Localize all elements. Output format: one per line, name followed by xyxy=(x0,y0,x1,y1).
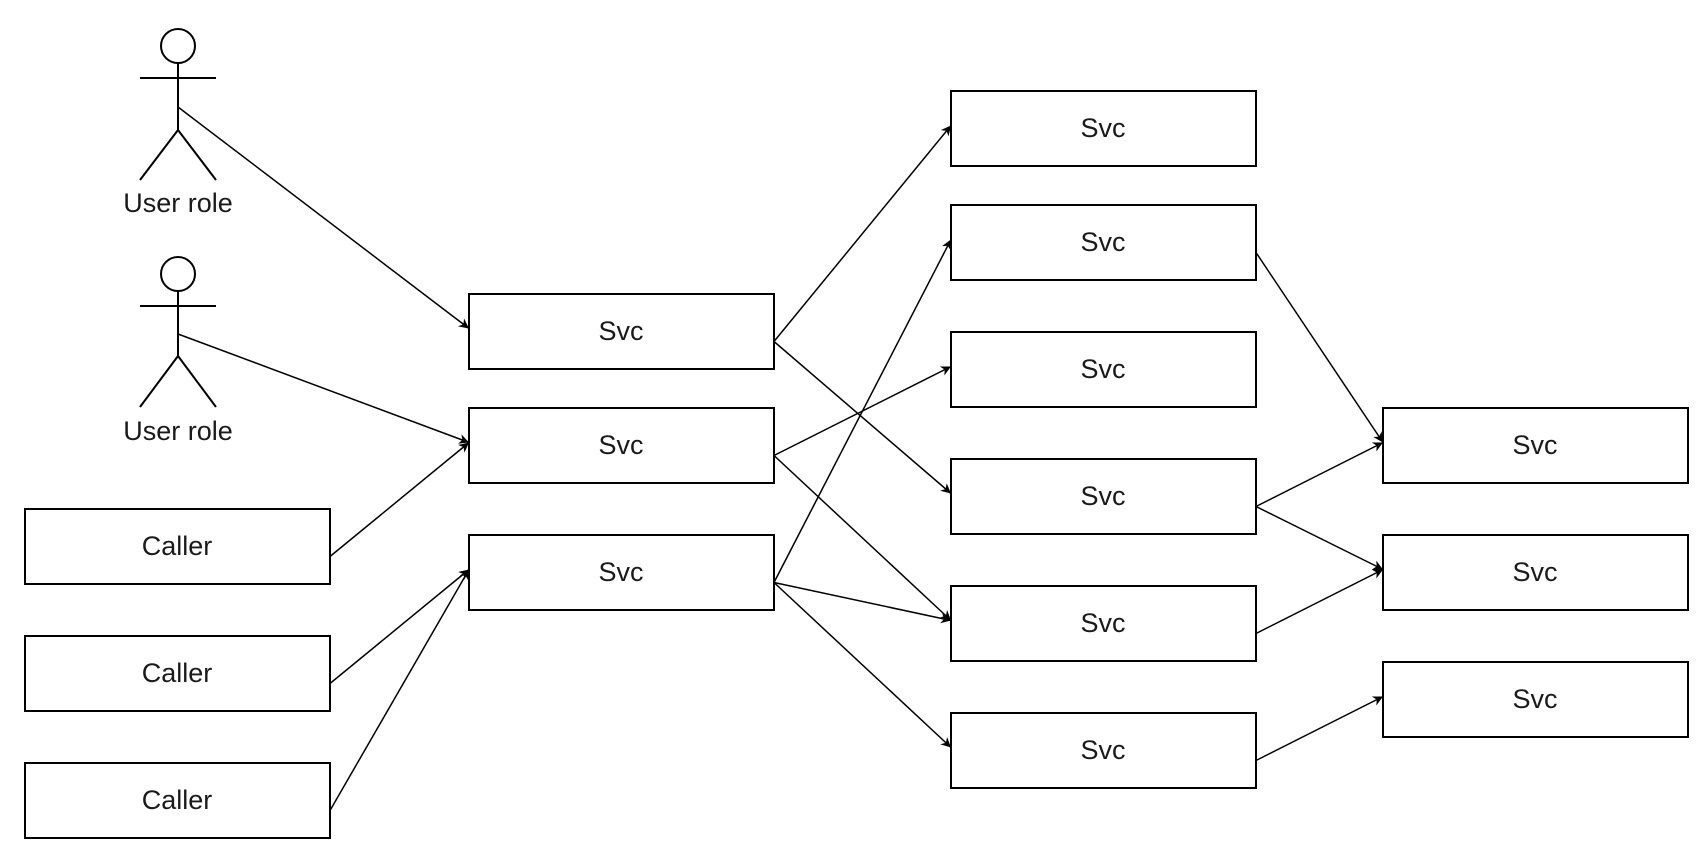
arrow-m3-to-r6 xyxy=(773,581,952,749)
box-label: Svc xyxy=(1080,481,1125,511)
box-label: Svc xyxy=(1080,735,1125,765)
box-label: Caller xyxy=(142,531,213,561)
arrow-c2-to-m3 xyxy=(329,568,470,685)
svc-box[interactable]: Svc xyxy=(1382,661,1689,738)
svc-box[interactable]: Svc xyxy=(950,204,1257,281)
arrow-r2-to-f1 xyxy=(1255,252,1384,443)
actor-label: User role xyxy=(123,416,233,446)
box-label: Svc xyxy=(1080,113,1125,143)
svc-box[interactable]: Svc xyxy=(950,90,1257,167)
box-label: Svc xyxy=(598,316,643,346)
box-label: Caller xyxy=(142,785,213,815)
arrow-m3-to-r2 xyxy=(773,239,952,583)
arrow-c3-to-m3 xyxy=(329,569,470,811)
svc-box[interactable]: Svc xyxy=(468,534,775,611)
user-role-actor[interactable]: User role xyxy=(123,28,233,218)
caller-box[interactable]: Caller xyxy=(24,508,331,585)
svc-box[interactable]: Svc xyxy=(950,458,1257,535)
arrow-r4-to-f1 xyxy=(1255,441,1384,508)
stick-figure-icon xyxy=(139,28,217,181)
box-label: Svc xyxy=(1080,227,1125,257)
svc-box[interactable]: Svc xyxy=(468,407,775,484)
box-label: Svc xyxy=(1080,608,1125,638)
arrow-c1-to-m2 xyxy=(329,441,470,558)
box-label: Svc xyxy=(598,557,643,587)
svc-box[interactable]: Svc xyxy=(950,712,1257,789)
svc-box[interactable]: Svc xyxy=(1382,534,1689,611)
arrow-m1-to-r1 xyxy=(773,125,952,342)
svc-box[interactable]: Svc xyxy=(950,585,1257,662)
svc-box[interactable]: Svc xyxy=(1382,407,1689,484)
actor-label: User role xyxy=(123,188,233,218)
arrow-m3-to-r5 xyxy=(773,581,952,624)
edges-layer xyxy=(177,106,1384,811)
caller-box[interactable]: Caller xyxy=(24,762,331,839)
stick-figure-icon xyxy=(139,256,217,408)
svc-box[interactable]: Svc xyxy=(950,331,1257,408)
box-label: Svc xyxy=(1080,354,1125,384)
arrow-m1-to-r4 xyxy=(773,340,952,495)
box-label: Svc xyxy=(1512,557,1557,587)
box-label: Svc xyxy=(1512,430,1557,460)
box-label: Caller xyxy=(142,658,213,688)
arrow-r6-to-f3 xyxy=(1255,695,1384,762)
caller-box[interactable]: Caller xyxy=(24,635,331,712)
arrow-r5-to-f2 xyxy=(1255,568,1384,635)
arrow-m2-to-r5 xyxy=(773,454,952,622)
arrow-r4-to-f2 xyxy=(1255,505,1384,571)
box-label: Svc xyxy=(598,430,643,460)
arrow-a2-to-m2 xyxy=(177,333,470,444)
box-label: Svc xyxy=(1512,684,1557,714)
svc-box[interactable]: Svc xyxy=(468,293,775,370)
arrow-a1-to-m1 xyxy=(177,106,470,330)
user-role-actor[interactable]: User role xyxy=(123,256,233,446)
